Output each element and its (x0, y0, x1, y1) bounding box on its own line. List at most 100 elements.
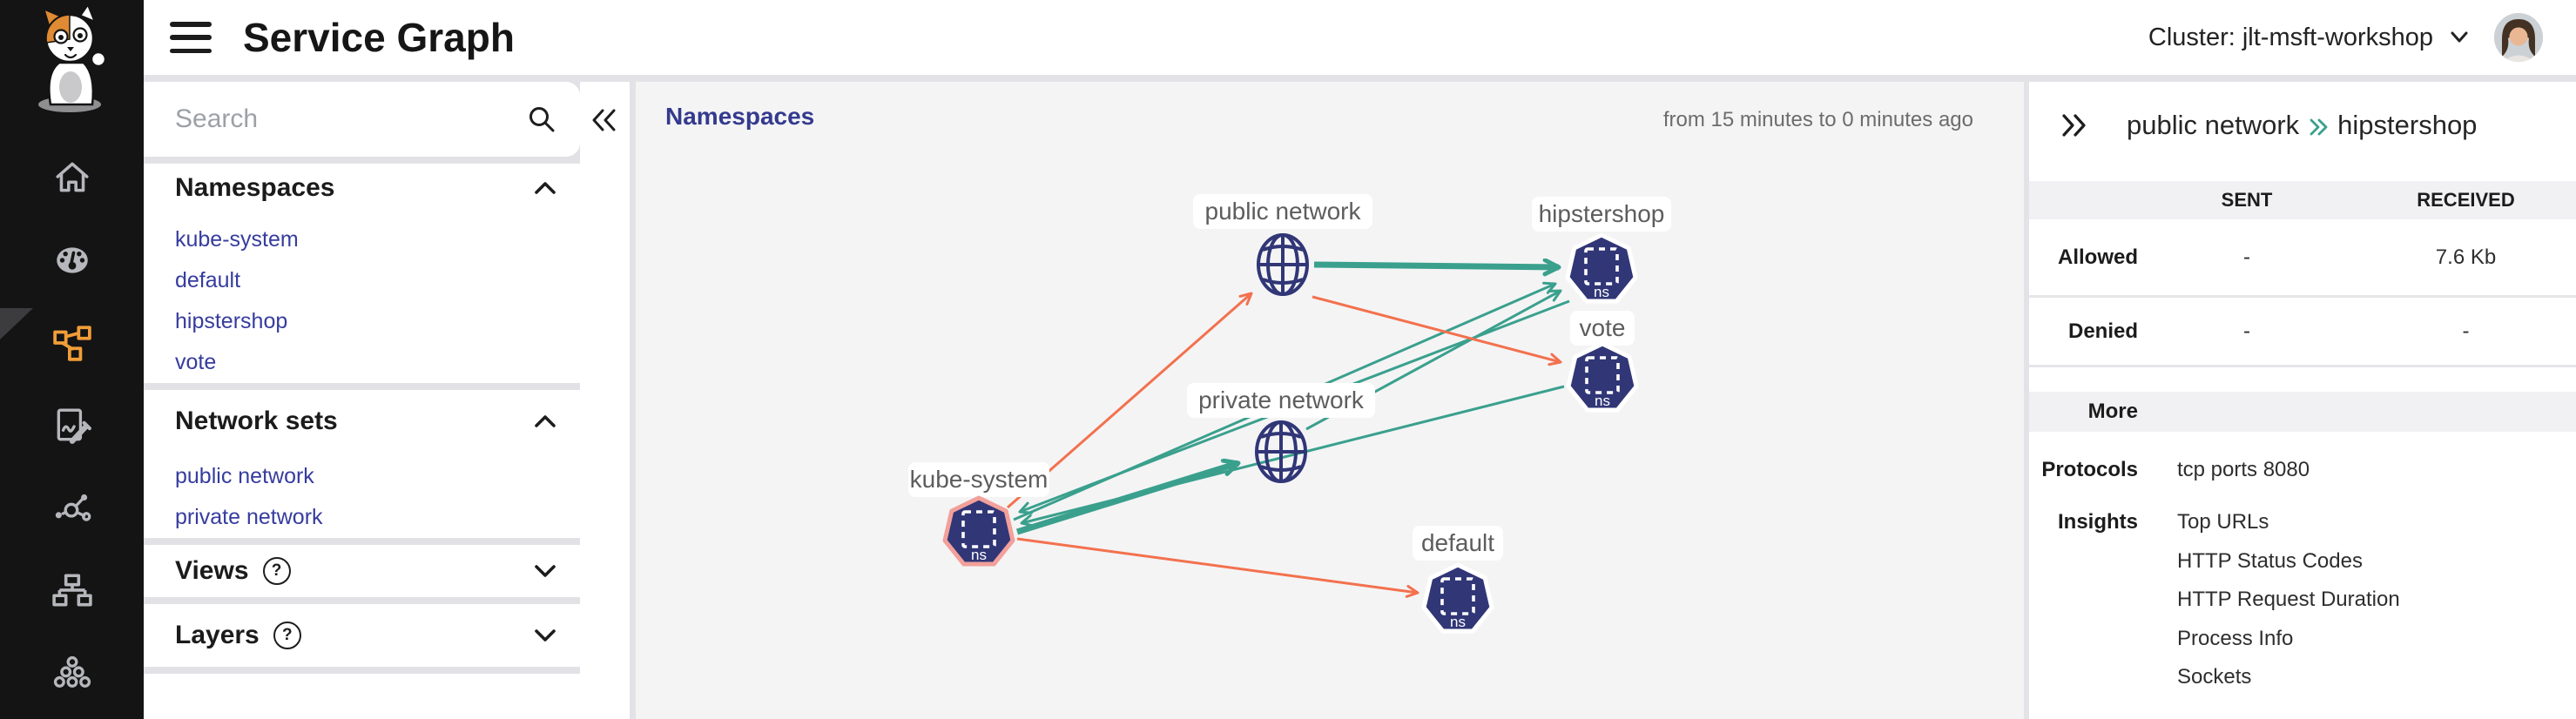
svg-text:vote: vote (1580, 314, 1626, 341)
graph-nodes: ns ns ns ns (942, 232, 1639, 634)
chevron-down-icon[interactable] (533, 627, 557, 644)
graph-canvas: Namespaces from 15 minutes to 0 minutes … (636, 82, 2024, 719)
time-range-label: from 15 minutes to 0 minutes ago (1662, 108, 1973, 131)
edge-public-network-to-vote[interactable] (1312, 295, 1562, 366)
graph-sidebar: Namespaces kube-system default hipstersh… (144, 82, 630, 719)
breadcrumb-target[interactable]: hipstershop (2337, 110, 2478, 140)
protocols-label: Protocols (2041, 458, 2138, 481)
sidebar-filler-card (144, 674, 580, 719)
calico-cat-logo[interactable] (16, 2, 129, 117)
sent-column-header: SENT (2221, 189, 2273, 211)
graph-node-labels: public network hipstershop vote private … (908, 194, 1671, 561)
received-column-header: RECEIVED (2417, 189, 2515, 211)
reports-icon[interactable] (48, 401, 97, 450)
graph-node-kube-system[interactable]: ns (942, 495, 1015, 567)
insight-top-urls[interactable]: Top URLs (2177, 510, 2269, 534)
node-label-vote: vote (1570, 311, 1635, 346)
sidebar-gutter (580, 82, 630, 719)
sidebar-section-network-sets: Network sets public network private netw… (144, 390, 580, 538)
views-section-header[interactable]: Views ? (175, 554, 557, 588)
svg-text:ns: ns (1594, 284, 1609, 300)
multi-cluster-icon[interactable] (48, 649, 97, 698)
chevron-down-icon[interactable] (533, 562, 557, 580)
search-input[interactable] (175, 104, 526, 134)
layers-section-header[interactable]: Layers ? (175, 618, 557, 653)
sidebar-item-default[interactable]: default (175, 268, 241, 292)
breadcrumb-arrow-icon (2306, 117, 2330, 138)
insight-http-request-duration[interactable]: HTTP Request Duration (2177, 588, 2400, 611)
chevron-down-icon (2451, 31, 2468, 43)
svg-text:default: default (1421, 529, 1494, 556)
sidebar-collapse-icon[interactable] (583, 101, 625, 139)
network-tree-icon[interactable] (48, 567, 97, 615)
chevron-up-icon[interactable] (533, 413, 557, 430)
avatar-photo (2494, 13, 2543, 62)
node-label-kube-system: kube-system (908, 462, 1049, 497)
canvas-view-label: Namespaces (665, 103, 815, 130)
home-icon[interactable] (48, 153, 97, 202)
insight-http-status-codes[interactable]: HTTP Status Codes (2177, 548, 2363, 573)
edge-kube-system-to-default[interactable] (1016, 537, 1419, 598)
protocols-row: Protocols tcp ports 8080 (2029, 453, 2576, 487)
svg-text:ns: ns (1595, 393, 1610, 409)
cluster-label: Cluster: jlt-msft-workshop (2148, 23, 2433, 51)
nav-rail (0, 0, 144, 719)
insights-row: Insights Top URLs HTTP Status Codes HTTP… (2029, 503, 2576, 697)
user-avatar[interactable] (2494, 13, 2543, 62)
help-icon[interactable]: ? (273, 622, 301, 649)
calico-cat-icon (37, 2, 107, 112)
sidebar-item-kube-system[interactable]: kube-system (175, 227, 299, 252)
graph-node-hipstershop[interactable]: ns (1565, 232, 1638, 304)
dashboard-gauge-icon[interactable] (48, 236, 97, 285)
svg-text:hipstershop: hipstershop (1539, 200, 1665, 227)
edge-public-network-to-hipstershop-selected[interactable] (1313, 265, 1559, 267)
section-title: Network sets (175, 407, 338, 435)
svg-text:kube-system: kube-system (910, 466, 1049, 493)
service-graph-icon-active[interactable] (48, 319, 97, 367)
svg-text:ns: ns (1450, 614, 1466, 630)
cluster-selector[interactable]: Cluster: jlt-msft-workshop (2148, 24, 2470, 52)
insight-sockets[interactable]: Sockets (2177, 665, 2252, 689)
graph-node-default[interactable]: ns (1421, 562, 1494, 634)
chevron-up-icon[interactable] (533, 179, 557, 197)
section-title: Namespaces (175, 173, 335, 202)
denied-sent-value: - (2243, 319, 2250, 343)
menu-icon[interactable] (170, 22, 215, 53)
traffic-table-header: SENT RECEIVED (2029, 181, 2576, 219)
table-row-denied: Denied - - (2029, 298, 2576, 367)
section-title: Layers (175, 621, 260, 649)
edge-vote-to-kube-system[interactable] (1020, 385, 1565, 527)
sidebar-item-vote[interactable]: vote (175, 350, 217, 374)
edge-details-panel: public network hipstershop SENT RECEIVED… (2029, 82, 2576, 719)
table-row-allowed: Allowed - 7.6 Kb (2029, 219, 2576, 298)
graph-node-private-network[interactable] (1255, 420, 1307, 483)
sidebar-section-layers: Layers ? (144, 604, 580, 667)
sidebar-section-namespaces: Namespaces kube-system default hipstersh… (144, 164, 580, 383)
node-label-default: default (1413, 526, 1503, 561)
sidebar-item-public-network[interactable]: public network (175, 464, 314, 488)
allowed-received-value: 7.6 Kb (2435, 245, 2497, 269)
graph-node-public-network[interactable] (1257, 233, 1309, 296)
denied-received-value: - (2462, 319, 2470, 343)
flow-visualization-icon[interactable] (48, 484, 97, 533)
insight-process-info[interactable]: Process Info (2177, 626, 2294, 650)
panel-collapse-icon[interactable] (2059, 111, 2090, 139)
sidebar-item-private-network[interactable]: private network (175, 505, 323, 529)
search-bar (144, 82, 580, 157)
svg-text:ns: ns (971, 547, 987, 563)
details-panel-header: public network hipstershop (2029, 82, 2576, 181)
more-section-header: More (2029, 392, 2576, 432)
protocols-value: tcp ports 8080 (2177, 458, 2310, 481)
namespaces-section-header[interactable]: Namespaces (175, 171, 557, 205)
node-label-public-network: public network (1193, 194, 1372, 229)
sidebar-section-views: Views ? (144, 545, 580, 597)
help-icon[interactable]: ? (262, 557, 291, 585)
node-label-private-network: private network (1187, 383, 1375, 418)
sidebar-item-hipstershop[interactable]: hipstershop (175, 309, 288, 333)
search-icon[interactable] (526, 104, 557, 135)
section-title: Views (175, 556, 249, 585)
service-graph-viewport[interactable]: public network hipstershop vote private … (636, 82, 2024, 719)
breadcrumb-source[interactable]: public network (2127, 110, 2300, 140)
graph-node-vote[interactable]: ns (1566, 341, 1639, 413)
network-sets-section-header[interactable]: Network sets (175, 404, 557, 439)
